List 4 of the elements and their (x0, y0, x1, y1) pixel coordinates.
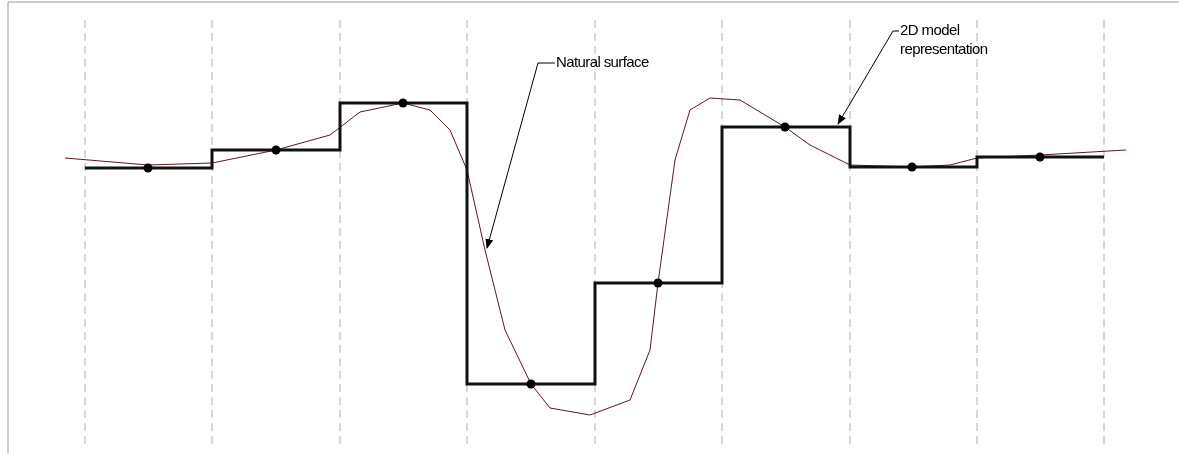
callout-label: Natural surface (556, 52, 650, 71)
leader-line (837, 30, 900, 125)
callout-label: 2D model representation (900, 20, 989, 58)
leader-line (485, 62, 556, 249)
